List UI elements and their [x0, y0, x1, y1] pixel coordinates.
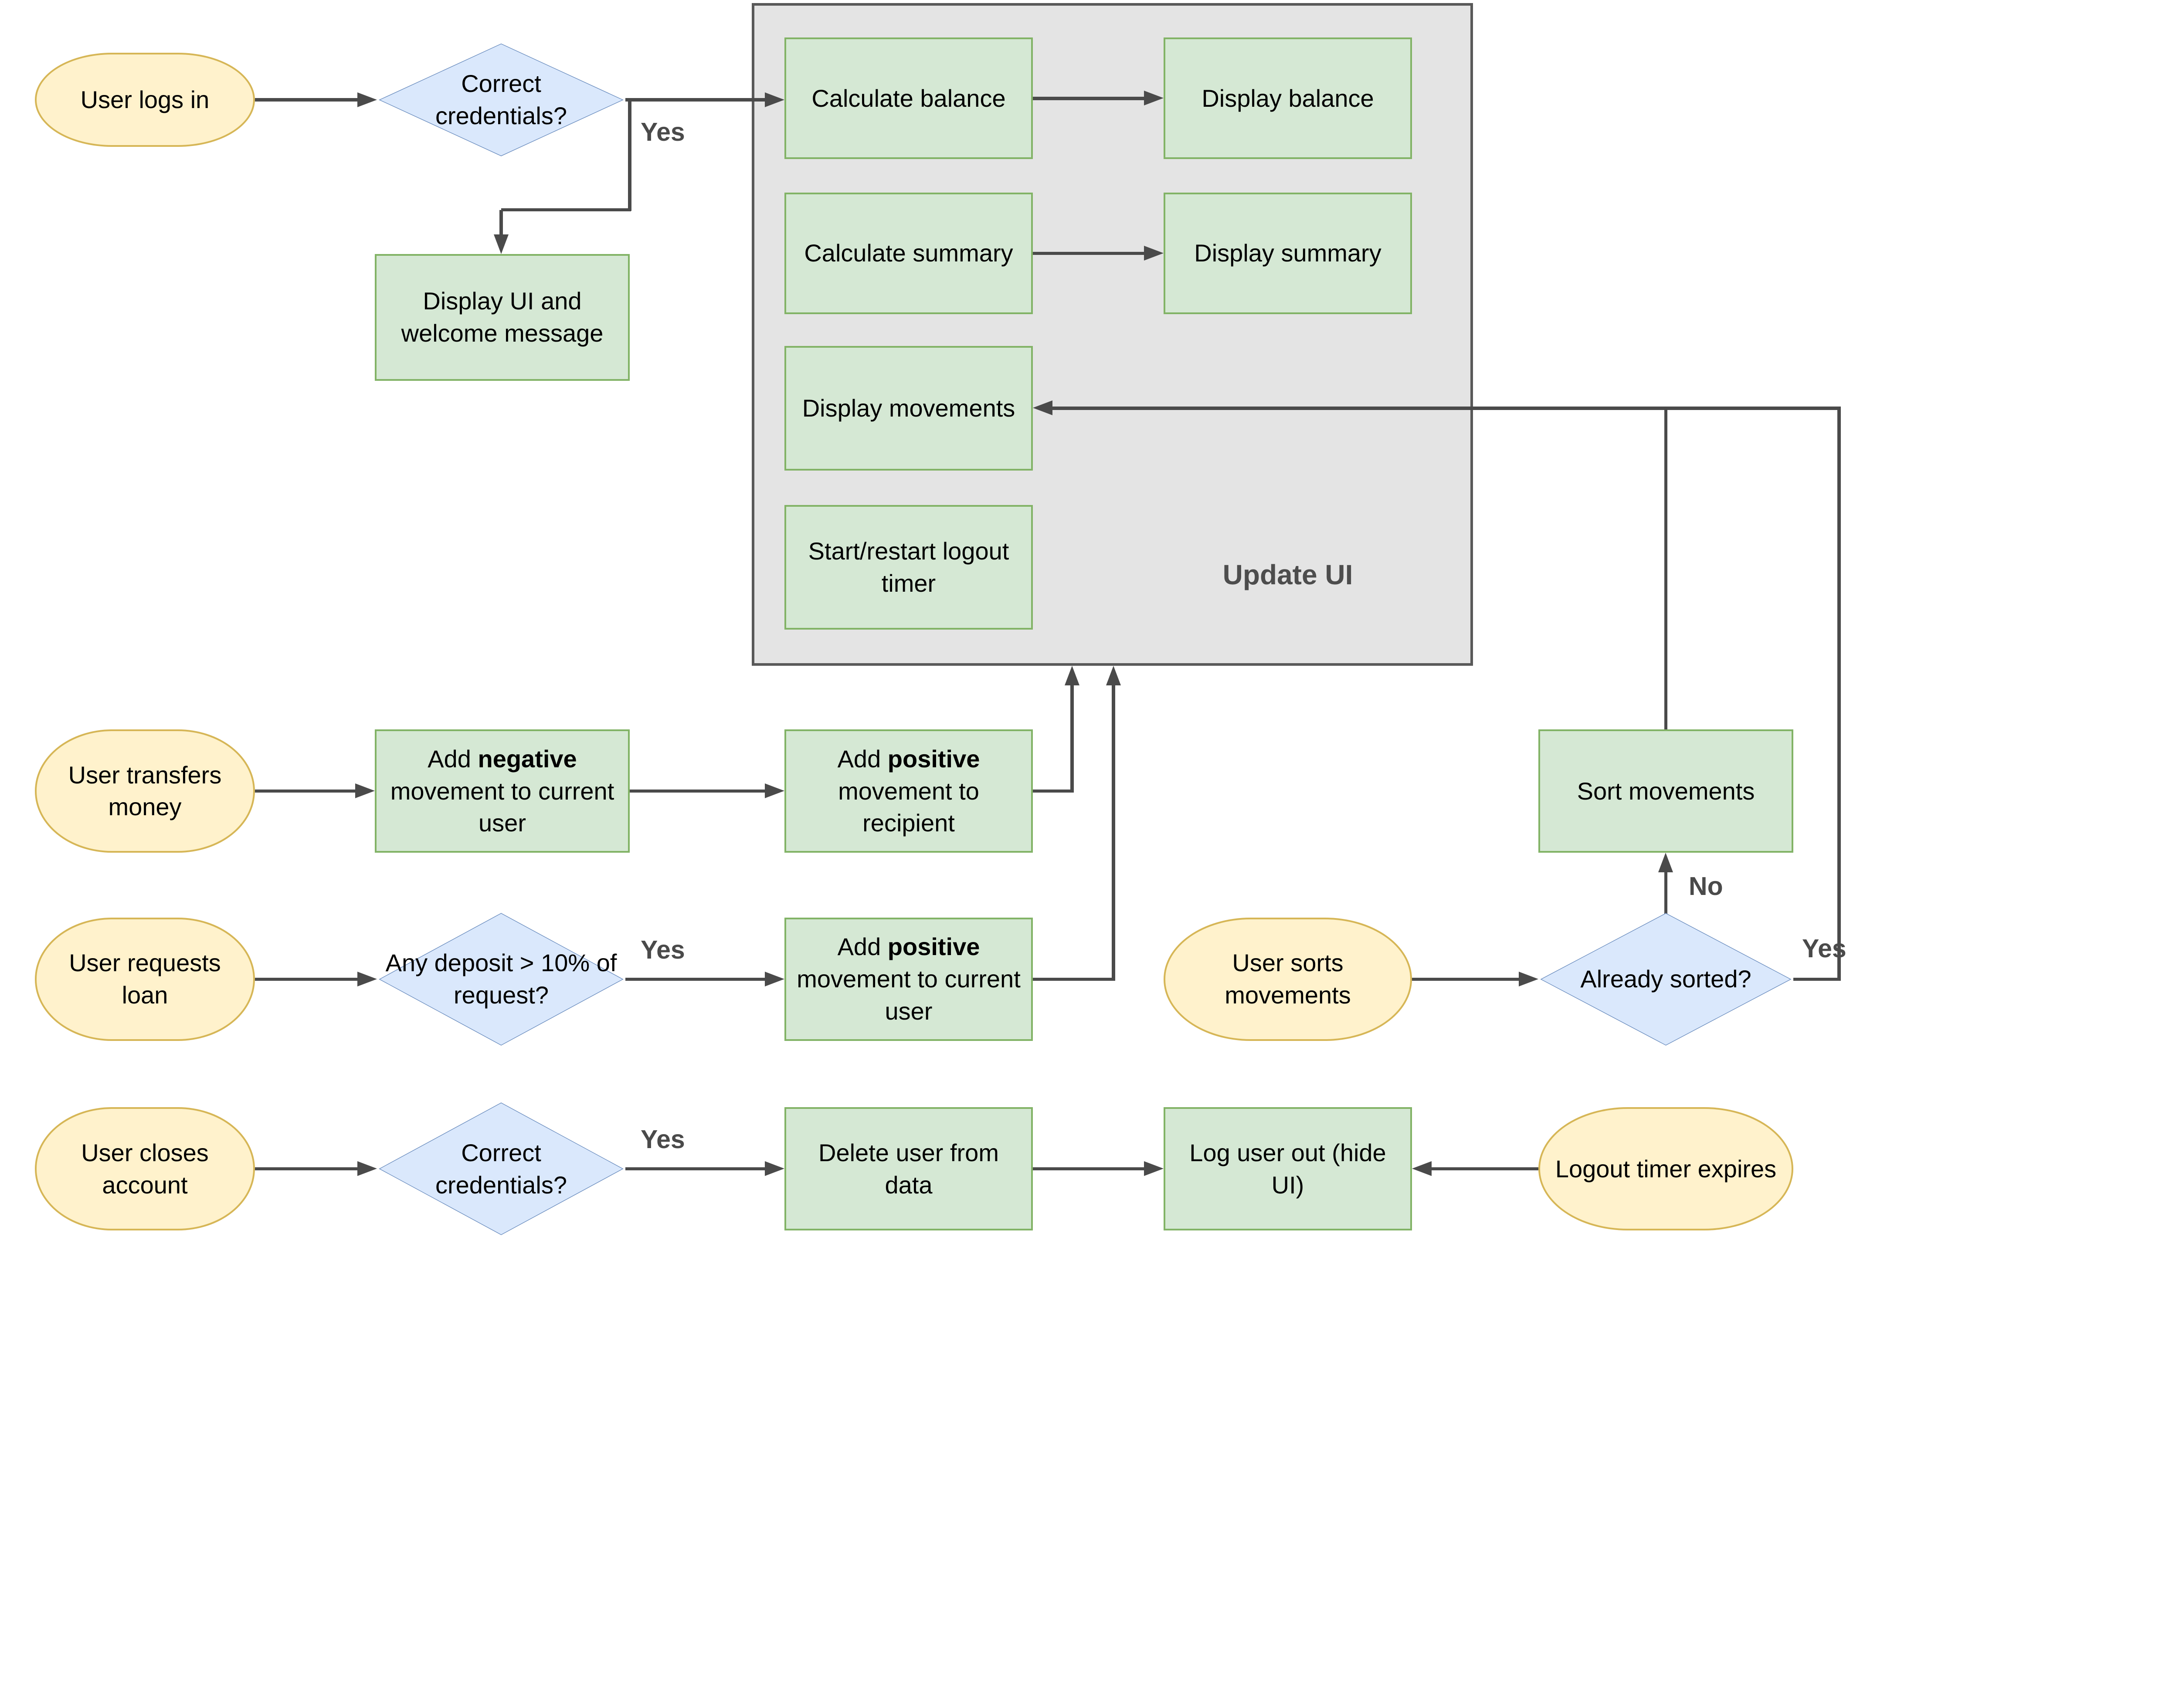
connector-line [628, 100, 631, 211]
connector-line [255, 98, 360, 102]
connector-line [1070, 673, 1074, 792]
connector-line [1664, 408, 1668, 730]
process-display-movements: Display movements [784, 346, 1033, 471]
terminal-user-closes-account: User closes account [35, 1107, 255, 1230]
arrowhead [355, 783, 375, 798]
connector-line [1112, 673, 1115, 980]
process-log-user-out: Log user out (hide UI) [1164, 1107, 1412, 1230]
terminal-user-logs-in: User logs in [35, 53, 255, 147]
arrowhead [1518, 971, 1538, 986]
arrowhead [765, 971, 784, 986]
connector-line [1033, 97, 1147, 100]
connector-line [1793, 977, 1841, 981]
connector-line [1033, 1167, 1147, 1171]
update-ui-container-label: Update UI [1222, 559, 1353, 591]
edge-label-yes: Yes [641, 1125, 685, 1154]
process-label: Add positive movement to recipient [837, 745, 980, 837]
arrowhead [1412, 1161, 1432, 1176]
connector-line [499, 210, 503, 246]
terminal-user-requests-loan: User requests loan [35, 918, 255, 1041]
decision-label: Correct credentials? [435, 70, 567, 130]
connector-line [1033, 977, 1115, 981]
process-add-positive-movement-recipient: Add positive movement to recipient [784, 729, 1033, 853]
decision-any-deposit: Any deposit > 10% of request? [377, 912, 625, 1047]
arrowhead [765, 92, 784, 107]
process-label: Add positive movement to current user [797, 933, 1021, 1025]
terminal-user-sorts-movements: User sorts movements [1164, 918, 1412, 1041]
flowchart-canvas: Update UI Yes Yes Yes No [35, 3, 1846, 1236]
connector-line [1033, 251, 1147, 255]
arrowhead [493, 234, 509, 254]
arrowhead [1144, 91, 1164, 106]
connector-line [1412, 977, 1521, 981]
connector-line [1050, 407, 1841, 410]
arrowhead [357, 92, 377, 107]
arrowhead [1064, 666, 1079, 686]
diamond-shape [377, 912, 625, 1047]
edge-label-yes: Yes [641, 118, 685, 147]
decision-already-sorted: Already sorted? [1538, 912, 1793, 1047]
arrowhead [765, 783, 784, 798]
connector-line [625, 98, 768, 102]
decision-label: Correct credentials? [435, 1139, 567, 1199]
process-add-positive-movement-current: Add positive movement to current user [784, 918, 1033, 1041]
terminal-user-transfers-money: User transfers money [35, 729, 255, 853]
connector-line [1429, 1167, 1538, 1171]
edge-label-yes: Yes [641, 935, 685, 964]
connector-line [255, 977, 360, 981]
process-display-ui: Display UI and welcome message [375, 254, 630, 381]
connector-line [1837, 408, 1841, 980]
process-calculate-balance: Calculate balance [784, 37, 1033, 159]
arrowhead [357, 971, 377, 986]
arrowhead [1033, 400, 1052, 416]
connector-line [625, 1167, 768, 1171]
arrowhead [1144, 245, 1164, 261]
connector-line [625, 977, 768, 981]
process-delete-user: Delete user from data [784, 1107, 1033, 1230]
arrowhead [765, 1161, 784, 1176]
process-label: Add negative movement to current user [390, 745, 614, 837]
decision-correct-credentials-2: Correct credentials? [377, 1101, 625, 1236]
process-display-balance: Display balance [1164, 37, 1412, 159]
decision-label: Any deposit > 10% of request? [385, 949, 617, 1009]
process-add-negative-movement: Add negative movement to current user [375, 729, 630, 853]
connector-line [630, 789, 768, 793]
decision-label: Already sorted? [1580, 965, 1751, 993]
arrowhead [357, 1161, 377, 1176]
diamond-shape [377, 1101, 625, 1236]
connector-line [1033, 789, 1074, 793]
arrowhead [1144, 1161, 1164, 1176]
process-calculate-summary: Calculate summary [784, 192, 1033, 314]
arrowhead [1106, 666, 1121, 686]
connector-line [501, 208, 631, 212]
process-sort-movements: Sort movements [1538, 729, 1793, 853]
process-display-summary: Display summary [1164, 192, 1412, 314]
edge-label-yes: Yes [1802, 934, 1846, 963]
edge-label-no: No [1689, 871, 1723, 901]
diamond-shape [1538, 912, 1793, 1047]
diamond-shape [377, 43, 625, 157]
terminal-logout-timer-expires: Logout timer expires [1538, 1107, 1793, 1230]
arrowhead [1658, 852, 1673, 872]
decision-correct-credentials-1: Correct credentials? [377, 43, 625, 157]
connector-line [255, 789, 357, 793]
process-start-restart-logout-timer: Start/restart logout timer [784, 505, 1033, 630]
connector-line [1664, 860, 1668, 914]
connector-line [255, 1167, 360, 1171]
